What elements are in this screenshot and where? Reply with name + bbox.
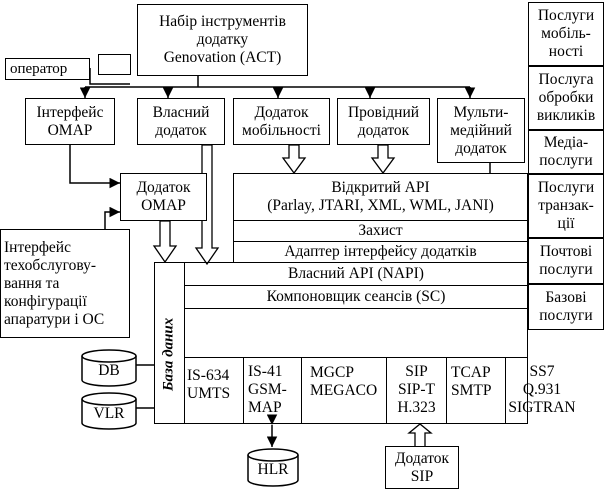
protocol-divider <box>243 357 244 424</box>
protocol-divider <box>446 357 447 424</box>
sip-app-box: Додаток SIP <box>385 446 459 489</box>
own-app-box: Власний додаток <box>137 98 225 145</box>
arrow-mobility-down <box>281 144 307 175</box>
sc-separator <box>185 308 527 309</box>
service-mail: Почтові послуги <box>528 238 604 284</box>
protocol-tcap: TCAP SMTP <box>451 364 492 399</box>
open-api-box: Відкритий API (Parlay, JTARI, XML, WML, … <box>233 173 528 221</box>
vlr-cylinder <box>81 392 137 430</box>
operator-terminal <box>98 54 131 75</box>
mobility-app-box: Додаток мобільності <box>233 98 330 145</box>
db-label: DB <box>98 362 120 379</box>
service-mobility: Послуги мобіль- ності <box>528 2 604 66</box>
operator-box: оператор <box>5 58 90 80</box>
protocol-divider <box>301 357 302 424</box>
protocol-row <box>184 357 528 424</box>
protocol-mgcp: MGCP MEGACO <box>310 364 378 399</box>
multimedia-app-box: Мульти- медійний додаток <box>437 98 525 163</box>
maintenance-interface-box: Інтерфейс техобслугову- вання та конфігу… <box>0 229 130 338</box>
wired-app-box: Провідний додаток <box>337 98 430 145</box>
protocol-ss7: SS7 Q.931 SIGTRAN <box>508 363 576 416</box>
db-separator <box>184 263 185 424</box>
app-adapter-box: Адаптер інтерфейсу додатків <box>233 241 528 263</box>
service-transactions: Послуги транзак- ції <box>528 174 604 238</box>
napi-separator <box>185 285 527 286</box>
protocol-divider <box>505 357 506 424</box>
protocol-divider <box>386 357 387 424</box>
arrow-own-app-down <box>194 144 220 266</box>
security-box: Захист <box>233 220 528 242</box>
hlr-cylinder <box>247 448 299 487</box>
protocol-is41: IS-41 GSM- MAP <box>248 363 287 416</box>
toolkit-box: Набір інструментів додатку Genovation (A… <box>137 4 308 76</box>
vlr-label: VLR <box>93 405 125 422</box>
db-cylinder <box>81 349 137 387</box>
arrow-wired-down <box>370 144 396 175</box>
protocol-sip: SIP SIP-T H.323 <box>397 363 436 416</box>
omap-app-box: Додаток OMAP <box>120 173 207 221</box>
database-label: База даних <box>160 317 177 391</box>
session-composer-label: Компоновщик сеансів (SC) <box>266 288 446 305</box>
arrow-omap-to-db <box>152 220 178 264</box>
hlr-label: HLR <box>257 461 289 478</box>
service-media: Медіа- послуги <box>528 130 604 174</box>
omap-interface-box: Інтерфейс OMAP <box>25 98 115 145</box>
service-basic: Базові послуги <box>528 284 604 330</box>
protocol-is634: IS-634 UMTS <box>187 367 231 402</box>
native-api-label: Власний API (NAPI) <box>288 265 424 282</box>
service-call-processing: Послуга обробки викликів <box>528 66 604 130</box>
